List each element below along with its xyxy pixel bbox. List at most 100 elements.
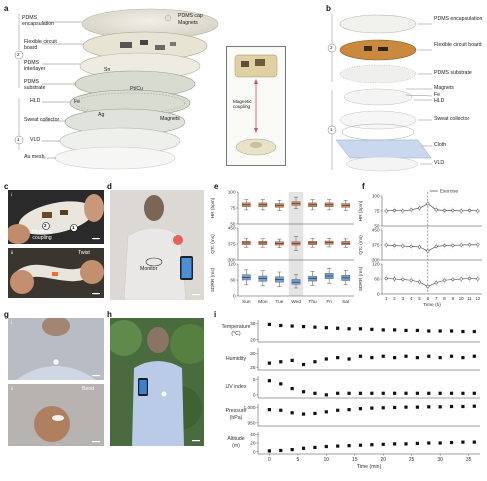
i-point bbox=[381, 354, 385, 358]
e-ylabel: QTc (ms) bbox=[210, 234, 216, 254]
i-ylabel: Pressure bbox=[226, 408, 247, 414]
e-xtick-label: Thu bbox=[308, 299, 317, 305]
e-xtick-label: Mon bbox=[258, 299, 268, 305]
f-point bbox=[476, 243, 480, 247]
i-point bbox=[472, 391, 476, 395]
f-ytick-label: 75 bbox=[374, 209, 380, 214]
i-ylabel: Temperature bbox=[221, 324, 250, 330]
f-point bbox=[451, 277, 455, 282]
i-point bbox=[370, 443, 374, 447]
i-point bbox=[404, 442, 408, 446]
layer-au-mesh bbox=[54, 146, 176, 170]
g-sub-i: i bbox=[11, 320, 13, 325]
i-xtick-label: 0 bbox=[268, 457, 271, 463]
i-point bbox=[290, 448, 294, 452]
i-point bbox=[336, 391, 340, 395]
e-ytick-label: 50 bbox=[230, 222, 236, 227]
i-point bbox=[324, 357, 328, 361]
f-point bbox=[476, 277, 480, 281]
panel-label-c: c bbox=[4, 182, 9, 191]
e-ytick-label: 75 bbox=[230, 206, 236, 211]
photo-g-ii-content bbox=[8, 384, 104, 446]
i-point bbox=[393, 442, 397, 446]
f-exercise-label: Exercise bbox=[440, 189, 459, 195]
f-xtick-label: 11 bbox=[467, 296, 472, 301]
i-point bbox=[267, 322, 271, 326]
i-point bbox=[347, 408, 351, 412]
magnetic-coupling-inset: Magnetic coupling bbox=[226, 46, 286, 166]
inset-label: Magnetic coupling bbox=[233, 99, 252, 110]
i-point bbox=[438, 441, 442, 445]
i-xtick-label: 25 bbox=[409, 457, 415, 463]
photo-c-ii: ii Twist bbox=[8, 248, 104, 298]
label-pdms-encapsulation: PDMS encapsulation bbox=[22, 15, 55, 27]
label-au-mesh: Au mesh bbox=[24, 154, 45, 160]
panel-label-a: a bbox=[4, 4, 9, 13]
i-point bbox=[313, 445, 317, 449]
i-point bbox=[415, 356, 419, 360]
f-point bbox=[459, 209, 463, 213]
f-point bbox=[392, 277, 397, 281]
i-xlabel: Time (min) bbox=[357, 464, 382, 470]
photo-g-i-content bbox=[8, 318, 104, 380]
i-point bbox=[347, 444, 351, 448]
f-ylabel: SDRR (ms) bbox=[358, 266, 364, 291]
f-xtick-label: 5 bbox=[418, 296, 421, 301]
f-series-line bbox=[386, 278, 478, 287]
i-point bbox=[358, 391, 363, 395]
i-point bbox=[370, 356, 374, 360]
inset-illustration bbox=[234, 54, 278, 156]
i-ytick-label: 30 bbox=[250, 351, 256, 357]
layer-hld bbox=[69, 89, 191, 117]
i-point bbox=[370, 327, 374, 331]
i-point bbox=[313, 360, 317, 364]
f-point bbox=[426, 284, 430, 289]
photo-d: Monitor bbox=[110, 190, 204, 300]
i-point bbox=[404, 405, 408, 409]
label-flexible-circuit-board: Flexible circuit board bbox=[24, 39, 57, 51]
f-point bbox=[392, 208, 397, 212]
f-xtick-label: 9 bbox=[452, 296, 455, 301]
i-ylabel-unit: (hPa) bbox=[230, 415, 243, 421]
b-group-1-marker: 1 bbox=[330, 127, 333, 132]
e-ytick-label: 60 bbox=[230, 278, 236, 283]
f-xtick-label: 1 bbox=[385, 296, 388, 301]
label-ptcu: Pt/Cu bbox=[130, 86, 143, 92]
f-ytick-label: 450 bbox=[372, 228, 380, 233]
i-point bbox=[461, 391, 465, 395]
f-xtick-label: 7 bbox=[435, 296, 438, 301]
f-ytick-label: 60 bbox=[374, 277, 380, 282]
i-point bbox=[347, 391, 351, 395]
f-point bbox=[426, 249, 430, 253]
i-point bbox=[381, 391, 385, 395]
f-xlabel: Time (h) bbox=[423, 302, 441, 308]
f-point bbox=[459, 243, 463, 247]
i-point bbox=[279, 382, 283, 386]
e-ytick-label: 450 bbox=[228, 226, 236, 231]
e-ytick-label: 100 bbox=[228, 190, 236, 195]
i-point bbox=[324, 393, 328, 397]
f-point bbox=[442, 244, 447, 248]
f-series-line bbox=[386, 244, 478, 252]
i-point bbox=[393, 391, 397, 395]
label-ag: Ag bbox=[98, 112, 105, 118]
i-point bbox=[461, 356, 465, 360]
b-label-substrate: PDMS substrate bbox=[434, 70, 472, 76]
group-1-marker: 1 bbox=[17, 137, 20, 142]
f-xtick-label: 12 bbox=[475, 296, 480, 301]
i-point bbox=[415, 391, 419, 395]
e-ylabel: SDRR (ms) bbox=[210, 267, 216, 292]
i-point bbox=[415, 328, 419, 333]
i-point bbox=[381, 442, 385, 446]
i-point bbox=[404, 328, 408, 333]
f-point bbox=[409, 208, 413, 212]
i-point bbox=[336, 356, 340, 360]
f-ylabel: QTc (ms) bbox=[358, 235, 364, 255]
f-point bbox=[417, 206, 422, 210]
i-point bbox=[472, 354, 476, 358]
i-point bbox=[438, 405, 442, 409]
f-point bbox=[392, 244, 397, 248]
f-point bbox=[409, 278, 413, 282]
